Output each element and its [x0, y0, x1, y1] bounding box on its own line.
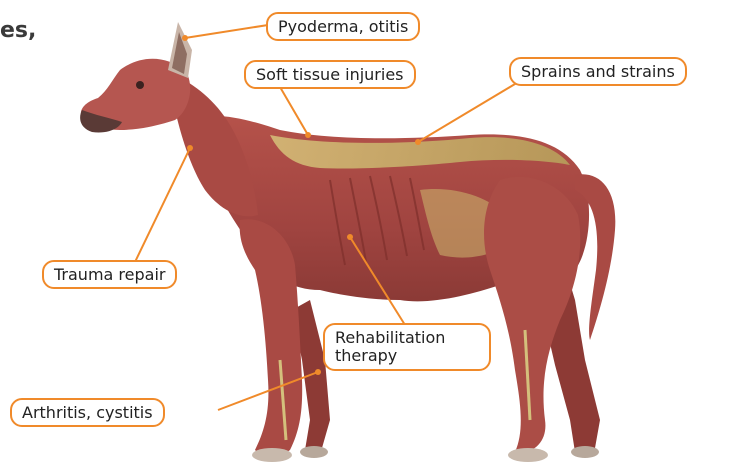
leader-trauma: [135, 148, 190, 262]
paw-front-far: [300, 446, 328, 458]
paw-front-near: [252, 448, 292, 462]
leader-sprains: [418, 78, 525, 142]
label-trauma-repair: Trauma repair: [42, 260, 177, 289]
label-rehabilitation-therapy: Rehabilitation therapy: [323, 323, 491, 371]
leader-soft-tissue: [280, 87, 308, 135]
rehab-line-1: Rehabilitation: [335, 329, 479, 347]
paw-hind-near: [508, 448, 548, 462]
dog-eye: [136, 81, 144, 89]
paw-hind-far: [571, 446, 599, 458]
leader-pyoderma: [185, 25, 268, 38]
label-arthritis-cystitis: Arthritis, cystitis: [10, 398, 165, 427]
label-pyoderma-otitis: Pyoderma, otitis: [266, 12, 420, 41]
label-sprains-and-strains: Sprains and strains: [509, 57, 687, 86]
rehab-line-2: therapy: [335, 347, 479, 365]
label-soft-tissue-injuries: Soft tissue injuries: [244, 60, 416, 89]
